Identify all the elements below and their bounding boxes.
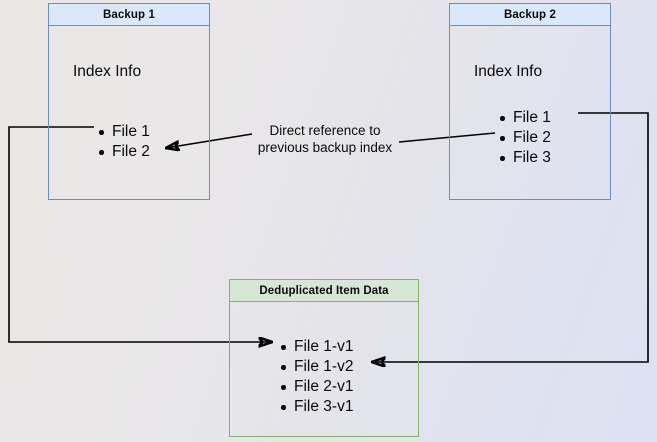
- dedup-file-list: File 1-v1 File 1-v2 File 2-v1 File 3-v1: [280, 337, 353, 417]
- list-item: File 1: [499, 108, 551, 128]
- backup-1-index-label: Index Info: [73, 63, 142, 80]
- backup-2-index-label: Index Info: [474, 63, 543, 80]
- list-item: File 1-v1: [280, 337, 353, 357]
- list-item: File 1-v2: [280, 357, 353, 377]
- backup-2-body: Index Info File 1 File 2 File 3: [450, 26, 610, 199]
- list-item: File 2: [499, 128, 551, 148]
- list-item: File 1: [98, 122, 150, 142]
- edge-backup2-to-dedup: [372, 112, 649, 362]
- backup-1-header: Backup 1: [49, 4, 209, 26]
- backup-2-file-list: File 1 File 2 File 3: [499, 108, 551, 168]
- dedup-header: Deduplicated Item Data: [230, 280, 418, 302]
- dedup-body: File 1-v1 File 1-v2 File 2-v1 File 3-v1: [230, 302, 418, 436]
- list-item: File 3: [499, 148, 551, 168]
- node-backup-1[interactable]: Backup 1 Index Info File 1 File 2: [48, 3, 210, 200]
- node-backup-2[interactable]: Backup 2 Index Info File 1 File 2 File 3: [449, 3, 611, 200]
- backup-1-file-list: File 1 File 2: [98, 122, 150, 162]
- list-item: File 2: [98, 142, 150, 162]
- edge-label-direct-reference: Direct reference to previous backup inde…: [257, 123, 393, 155]
- backup-1-body: Index Info File 1 File 2: [49, 26, 209, 199]
- list-item: File 2-v1: [280, 377, 353, 397]
- backup-2-header: Backup 2: [450, 4, 610, 26]
- list-item: File 3-v1: [280, 397, 353, 417]
- node-deduplicated-item-data[interactable]: Deduplicated Item Data File 1-v1 File 1-…: [229, 279, 419, 437]
- edge-reference-connector-right: [398, 132, 496, 143]
- edge-backup1-to-dedup: [8, 126, 272, 342]
